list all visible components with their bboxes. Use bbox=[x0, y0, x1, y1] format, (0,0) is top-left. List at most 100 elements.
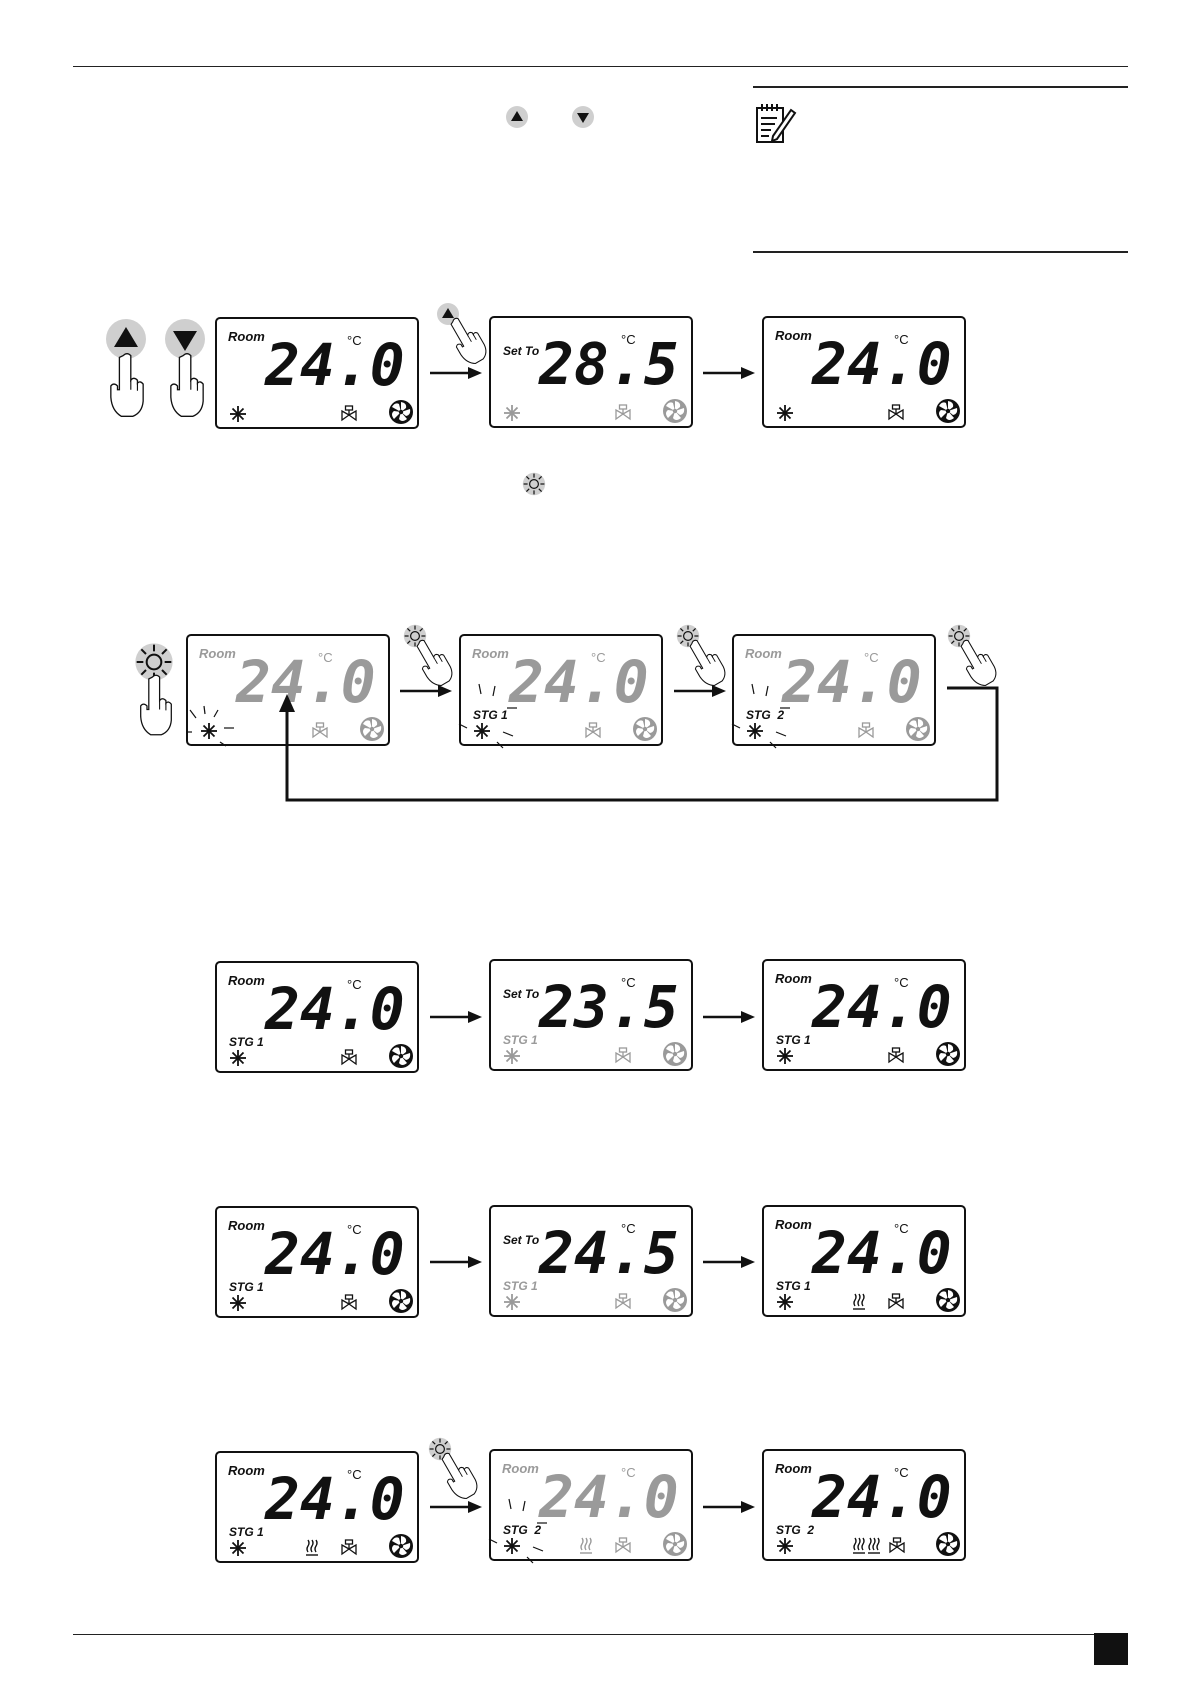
up-button-icon[interactable] bbox=[105, 318, 147, 360]
fan-icon bbox=[388, 1533, 414, 1559]
room-label: Room bbox=[502, 1461, 539, 1476]
heater-icon bbox=[305, 1539, 319, 1557]
temperature-display: 24.0 bbox=[264, 1465, 405, 1533]
svg-text:23.5: 23.5 bbox=[538, 973, 679, 1041]
stage-label: STG 1 bbox=[503, 1279, 538, 1293]
lcd-row3-c: Room 24.0 °C STG 1 bbox=[762, 959, 966, 1071]
up-button-icon bbox=[506, 106, 528, 128]
stage-label: STG 2 bbox=[503, 1523, 542, 1537]
stage-label: STG 1 bbox=[229, 1280, 264, 1294]
lcd-row1-c: Room 24.0 °C bbox=[762, 316, 966, 428]
stage-label: STG 1 bbox=[229, 1525, 264, 1539]
top-rule bbox=[73, 66, 1128, 67]
mode-sun-icon bbox=[522, 472, 546, 496]
snowflake-icon bbox=[776, 1537, 794, 1555]
stage-label: STG 2 bbox=[776, 1523, 815, 1537]
note-top-rule bbox=[753, 86, 1128, 88]
svg-text:24.0: 24.0 bbox=[264, 975, 405, 1043]
fan-icon bbox=[388, 1043, 414, 1069]
fan-icon bbox=[662, 398, 688, 424]
snowflake-icon bbox=[229, 1049, 247, 1067]
heater-icon bbox=[852, 1293, 866, 1311]
room-label: Room bbox=[472, 646, 509, 661]
svg-text:24.0: 24.0 bbox=[264, 1465, 405, 1533]
temperature-display: 24.0 bbox=[811, 1219, 952, 1287]
valve-icon bbox=[614, 1047, 632, 1065]
arrow-right-icon bbox=[703, 1010, 755, 1024]
fan-icon bbox=[935, 398, 961, 424]
room-label: Room bbox=[228, 1218, 265, 1233]
bottom-rule bbox=[73, 1634, 1128, 1635]
celsius-unit: °C bbox=[318, 650, 333, 665]
celsius-unit: °C bbox=[347, 333, 362, 348]
fan-icon bbox=[935, 1287, 961, 1313]
lcd-row1-a: Room 24.0 °C bbox=[215, 317, 419, 429]
temperature-display: 23.5 bbox=[538, 973, 679, 1041]
valve-icon bbox=[340, 1539, 358, 1557]
svg-text:24.0: 24.0 bbox=[811, 973, 952, 1041]
hand-press-icon bbox=[441, 310, 493, 370]
hand-press-icon bbox=[168, 350, 206, 420]
set-to-label: Set To bbox=[503, 1233, 540, 1247]
stage-label: STG 1 bbox=[503, 1033, 538, 1047]
valve-icon bbox=[340, 1294, 358, 1312]
lcd-row4-b: Set To 24.5 °C STG 1 bbox=[489, 1205, 693, 1317]
celsius-unit: °C bbox=[621, 1221, 636, 1236]
temperature-display: 24.5 bbox=[538, 1219, 679, 1287]
valve-icon bbox=[614, 404, 632, 422]
celsius-unit: °C bbox=[591, 650, 606, 665]
valve-icon bbox=[614, 1293, 632, 1311]
snowflake-icon bbox=[776, 1293, 794, 1311]
mode-sun-icon[interactable] bbox=[134, 642, 174, 682]
valve-icon bbox=[887, 1293, 905, 1311]
room-label: Room bbox=[775, 971, 812, 986]
svg-text:24.0: 24.0 bbox=[781, 648, 922, 716]
lcd-row2-c: Room 24.0 °C STG 2 bbox=[731, 634, 936, 749]
valve-icon bbox=[887, 1047, 905, 1065]
temperature-display: 28.5 bbox=[538, 330, 679, 398]
fan-icon bbox=[662, 1041, 688, 1067]
snowflake-icon bbox=[229, 405, 247, 423]
svg-text:24.0: 24.0 bbox=[235, 648, 376, 716]
celsius-unit: °C bbox=[894, 1221, 909, 1236]
celsius-unit: °C bbox=[621, 975, 636, 990]
snowflake-icon bbox=[503, 1293, 521, 1311]
set-to-label: Set To bbox=[503, 987, 540, 1001]
down-button-icon[interactable] bbox=[164, 318, 206, 360]
hand-press-icon bbox=[138, 672, 174, 738]
valve-icon bbox=[888, 1537, 906, 1555]
room-label: Room bbox=[775, 328, 812, 343]
stage-label: STG 1 bbox=[473, 708, 508, 722]
svg-text:24.0: 24.0 bbox=[811, 330, 952, 398]
fan-icon bbox=[935, 1531, 961, 1557]
arrow-right-icon bbox=[430, 1010, 482, 1024]
temperature-display: 24.0 bbox=[538, 1463, 679, 1531]
fan-icon bbox=[935, 1041, 961, 1067]
heater-icon bbox=[867, 1537, 881, 1555]
svg-text:24.0: 24.0 bbox=[811, 1219, 952, 1287]
celsius-unit: °C bbox=[894, 975, 909, 990]
notepad-icon bbox=[756, 104, 797, 143]
blink-rays bbox=[186, 705, 234, 747]
lcd-row4-c: Room 24.0 °C STG 1 bbox=[762, 1205, 966, 1317]
celsius-unit: °C bbox=[347, 1467, 362, 1482]
page-number-box bbox=[1094, 1633, 1128, 1665]
snowflake-icon bbox=[503, 404, 521, 422]
arrow-right-icon bbox=[703, 1255, 755, 1269]
temperature-display: 24.0 bbox=[811, 330, 952, 398]
heater-icon bbox=[852, 1537, 866, 1555]
arrow-right-icon bbox=[703, 1500, 755, 1514]
arrow-right-icon bbox=[703, 366, 755, 380]
blink-rays bbox=[458, 683, 517, 749]
lcd-row5-c: Room 24.0 °C STG 2 bbox=[762, 1449, 966, 1561]
arrow-right-icon bbox=[430, 1255, 482, 1269]
celsius-unit: °C bbox=[864, 650, 879, 665]
lcd-row1-b: Set To 28.5 °C bbox=[489, 316, 693, 428]
temperature-display: 24.0 bbox=[235, 648, 376, 716]
lcd-row5-b: Room 24.0 °C STG 2 bbox=[488, 1449, 693, 1564]
fan-icon bbox=[388, 1288, 414, 1314]
blink-rays bbox=[488, 1498, 547, 1564]
room-label: Room bbox=[228, 1463, 265, 1478]
valve-icon bbox=[887, 404, 905, 422]
lcd-row3-b: Set To 23.5 °C STG 1 bbox=[489, 959, 693, 1071]
